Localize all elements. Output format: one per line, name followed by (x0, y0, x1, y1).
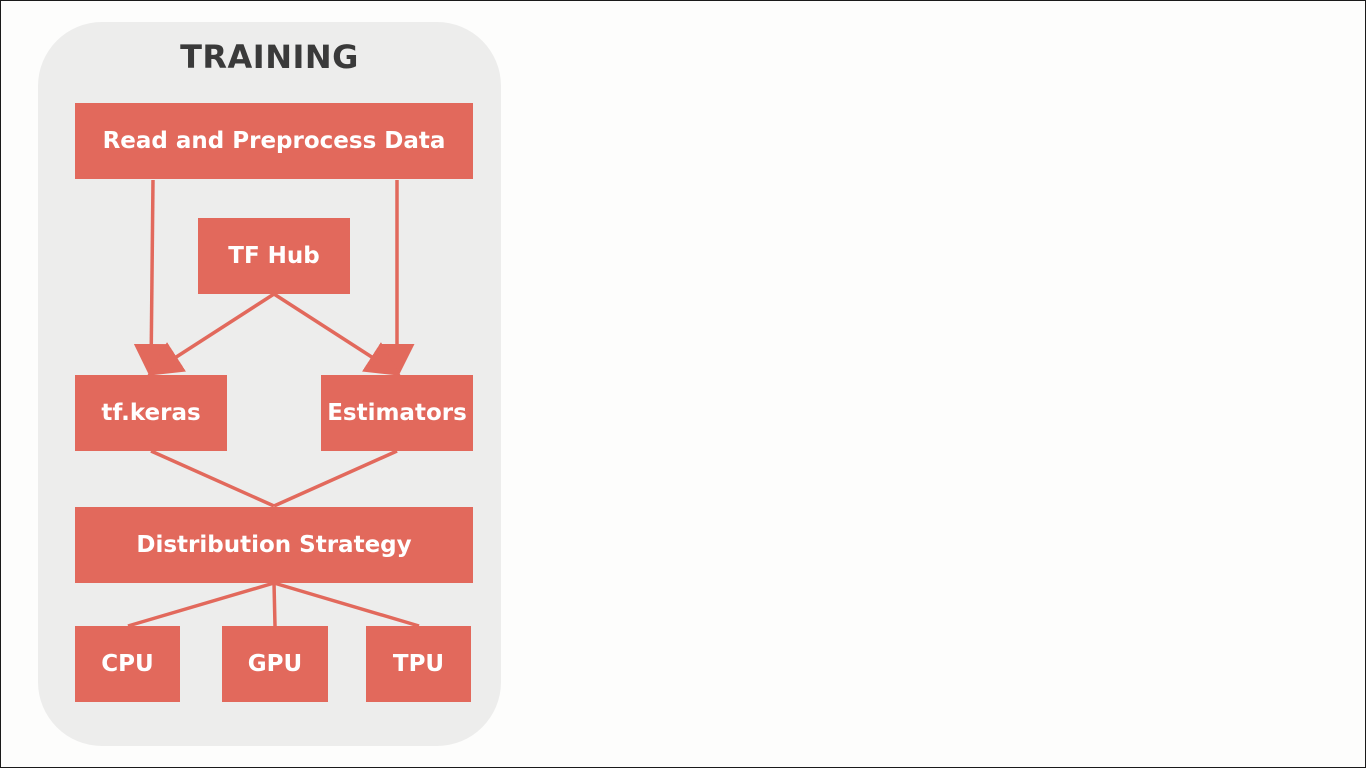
diagram-title: TRAINING (180, 38, 359, 76)
node-estimators: Estimators (321, 375, 473, 451)
node-distribution-strategy: Distribution Strategy (75, 507, 473, 583)
node-cpu: CPU (75, 626, 180, 702)
node-tf-hub: TF Hub (198, 218, 350, 294)
node-tf-keras: tf.keras (75, 375, 227, 451)
node-gpu: GPU (222, 626, 328, 702)
node-read-and-preprocess-data: Read and Preprocess Data (75, 103, 473, 179)
node-tpu: TPU (366, 626, 471, 702)
